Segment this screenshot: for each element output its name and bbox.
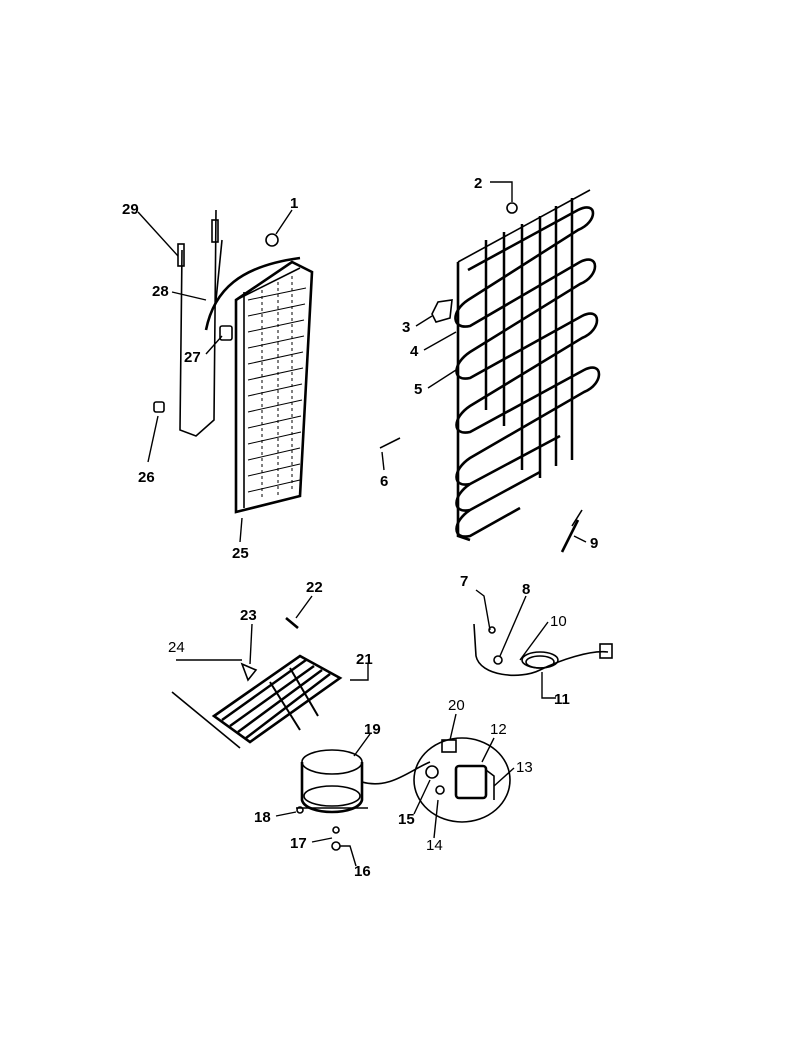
callout-3: 3 [402, 319, 410, 336]
callout-11: 11 [554, 691, 570, 708]
callout-22: 22 [306, 579, 323, 596]
callout-1: 1 [290, 195, 298, 212]
callout-26: 26 [138, 469, 155, 486]
callout-14: 14 [426, 837, 443, 854]
callout-17: 17 [290, 835, 307, 852]
callout-19: 19 [364, 721, 381, 738]
callout-24: 24 [168, 639, 185, 656]
power-cord-assembly [473, 623, 613, 676]
callout-29: 29 [122, 201, 139, 218]
callout-23: 23 [240, 607, 257, 624]
callout-25: 25 [232, 545, 249, 562]
callout-7: 7 [460, 573, 468, 590]
leader-lines [137, 181, 587, 867]
evaporator-assembly [153, 209, 314, 514]
callout-20: 20 [448, 697, 465, 714]
callout-4: 4 [410, 343, 419, 360]
base-condenser-assembly [171, 617, 343, 749]
compressor-assembly [296, 749, 431, 851]
callout-6: 6 [380, 473, 388, 490]
callout-21: 21 [356, 651, 373, 668]
callout-9: 9 [590, 535, 598, 552]
base-grid-tubes [221, 658, 331, 739]
callout-8: 8 [522, 581, 530, 598]
callout-28: 28 [152, 283, 169, 300]
callout-18: 18 [254, 809, 271, 826]
relay-overload-assembly [413, 737, 511, 823]
callout-2: 2 [474, 175, 482, 192]
condenser-assembly [379, 189, 601, 553]
evaporator-fins [247, 276, 307, 500]
condenser-wires [484, 198, 574, 478]
callout-15: 15 [398, 811, 415, 828]
callout-16: 16 [354, 863, 371, 880]
callout-labels: 1 2 3 4 5 6 7 8 9 10 11 12 13 14 15 16 1… [122, 175, 598, 880]
callout-27: 27 [184, 349, 201, 366]
callout-13: 13 [516, 759, 533, 776]
callout-12: 12 [490, 721, 507, 738]
callout-10: 10 [550, 613, 567, 630]
callout-5: 5 [414, 381, 422, 398]
